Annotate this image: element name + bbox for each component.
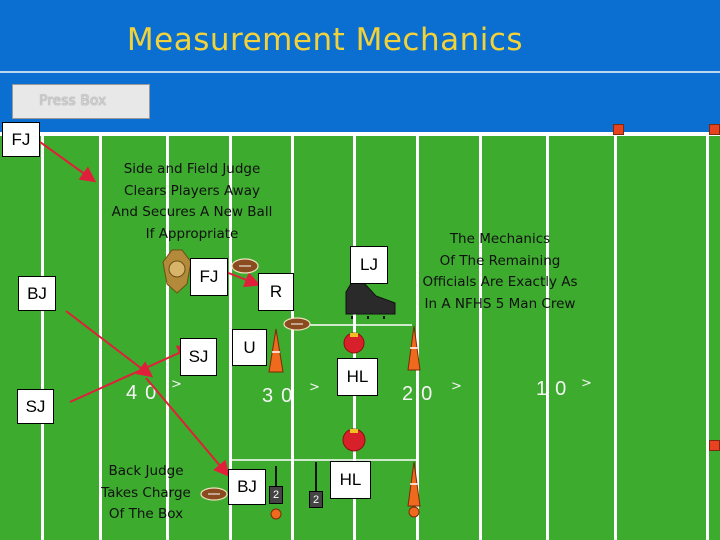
yard-line (479, 136, 482, 540)
yard-number-20: 20 (402, 383, 441, 405)
whistle-icon (342, 428, 366, 452)
penalty-flag-icon (408, 506, 420, 518)
down-box: 2 (309, 491, 323, 508)
official-sj-label: SJ (17, 389, 54, 424)
slide-title: Measurement Mechanics (126, 22, 524, 58)
pylon-icon (407, 325, 421, 371)
football-icon (231, 258, 259, 274)
side-field-judge-note: Side and Field Judge Clears Players Away… (111, 161, 273, 242)
yard-line (41, 136, 44, 540)
yard-number-40: 40 (126, 382, 165, 404)
official-fj-label: FJ (2, 122, 40, 157)
official-r-label: R (258, 273, 294, 311)
official-sj-center-label: SJ (180, 338, 217, 376)
badge-icon (162, 249, 192, 294)
penalty-flag-icon (270, 508, 282, 520)
official-bj-label: BJ (18, 276, 56, 311)
yard-line (291, 136, 294, 540)
yard-direction-arrow: > (309, 380, 320, 395)
yard-direction-arrow: > (171, 377, 182, 392)
football-icon (200, 487, 228, 501)
back-judge-note: Back Judge Takes Charge Of The Box (101, 463, 191, 522)
official-hl-label: HL (337, 358, 378, 396)
yard-direction-arrow: > (581, 376, 592, 391)
yard-number-30: 30 (262, 385, 301, 407)
remaining-mechanics-note: The Mechanics Of The Remaining Officials… (422, 231, 578, 312)
down-box: 2 (269, 486, 283, 504)
sj-move-arrow (69, 345, 194, 403)
official-lj-label: LJ (350, 246, 388, 284)
yard-direction-arrow: > (451, 379, 462, 394)
cleat-shoe-icon (345, 281, 396, 319)
yard-number-10: 10 (536, 378, 575, 400)
yard-line (166, 136, 169, 540)
whistle-icon (343, 332, 365, 354)
pylon-icon (407, 461, 421, 507)
official-hl-lower-label: HL (330, 461, 371, 499)
corner-marker (613, 124, 624, 135)
yard-line (614, 136, 617, 540)
bj-to-box-arrow (145, 377, 230, 478)
press-box: Press Box (12, 84, 150, 119)
official-bj-bottom-label: BJ (228, 469, 266, 505)
official-fj-center-label: FJ (190, 258, 228, 296)
yard-line (416, 136, 419, 540)
football-icon (283, 317, 311, 331)
title-divider (0, 71, 720, 73)
official-u-label: U (232, 329, 267, 366)
yard-line (706, 136, 709, 540)
yard-line (229, 136, 232, 540)
yard-line (546, 136, 549, 540)
bj-move-arrow (65, 310, 154, 378)
pylon-icon (268, 328, 284, 373)
sideline (0, 132, 720, 136)
fj-move-arrow (39, 141, 97, 183)
